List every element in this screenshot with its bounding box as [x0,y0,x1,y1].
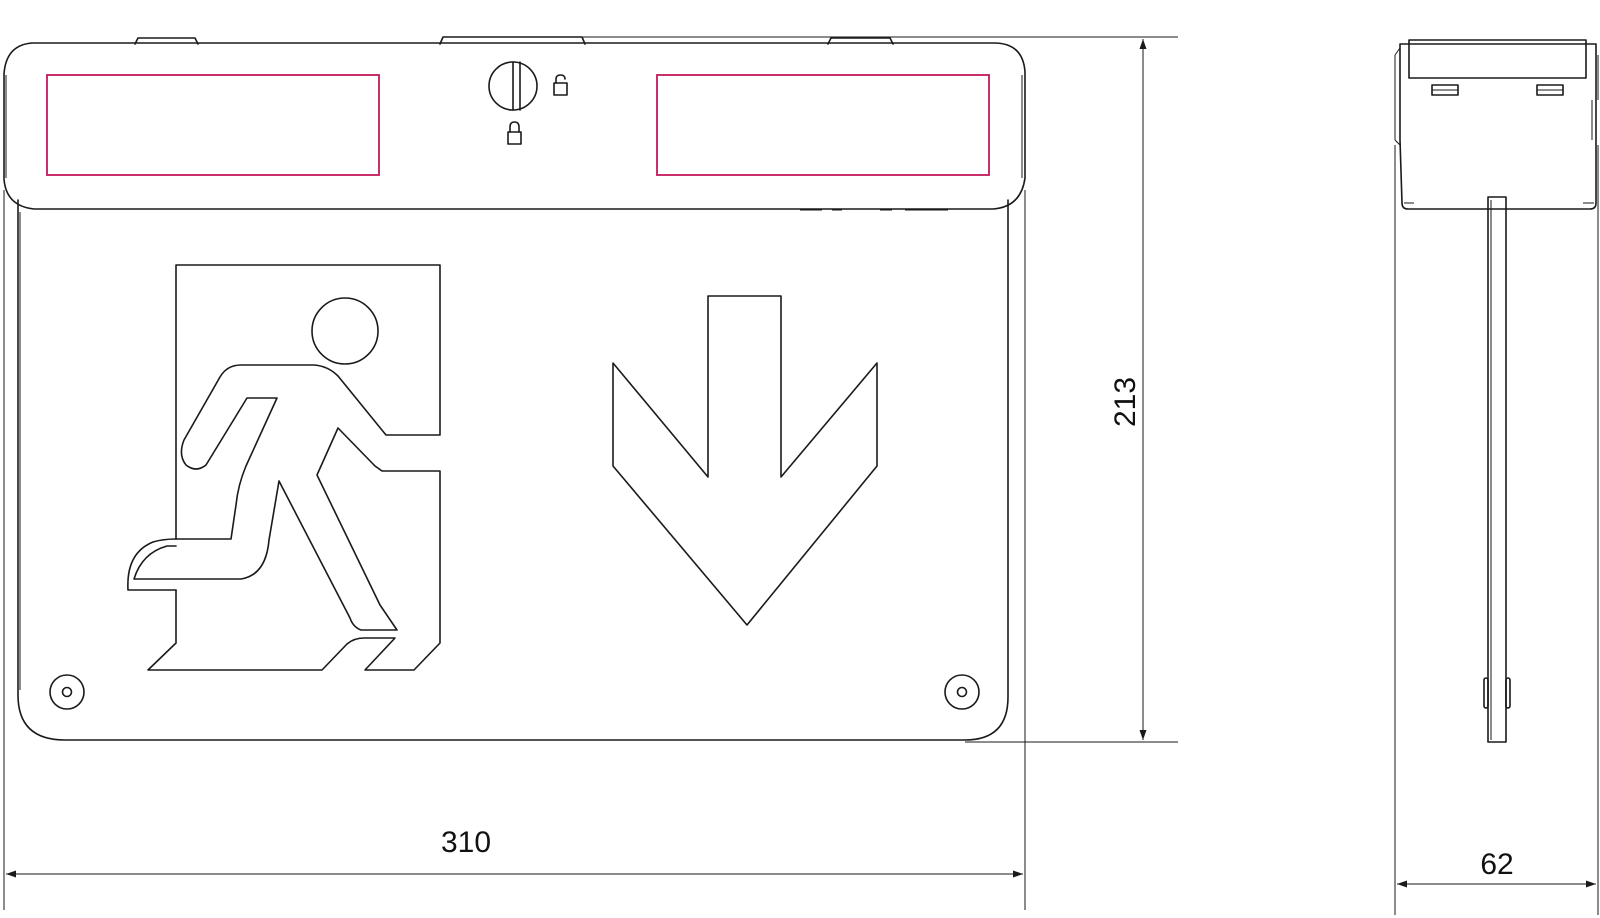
dimension-depth: 62 [1394,145,1599,915]
label-window-right [656,74,990,176]
depth-label: 62 [1480,848,1513,881]
arrow-down-icon [612,295,878,626]
housing [3,42,1026,210]
side-view [1394,39,1599,743]
lock-closed-icon [507,121,522,145]
dimension-height: 213 [580,36,1178,743]
screw-icon [488,61,538,111]
width-label: 310 [441,826,491,859]
front-view [3,36,1026,741]
height-label: 213 [1109,377,1142,427]
lock-open-icon [553,74,568,96]
running-man-icon [127,264,441,671]
label-window-left [46,74,380,176]
acrylic-panel [17,199,1009,741]
housing-top-tabs [134,36,894,45]
mounting-hole-icon [49,674,980,710]
dimension-width: 310 [3,190,1026,910]
